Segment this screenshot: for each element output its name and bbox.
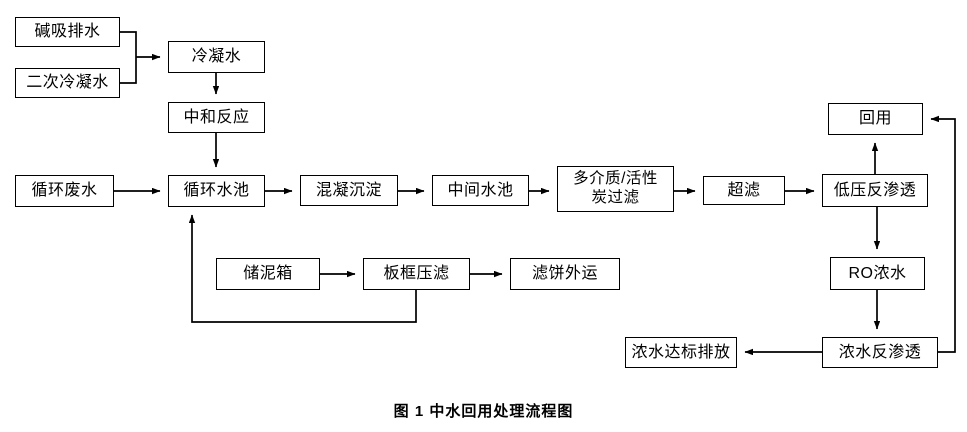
node-plate-frame-press[interactable]: 板框压滤 xyxy=(363,258,470,290)
node-ro-concentrate[interactable]: RO浓水 xyxy=(830,257,925,290)
node-multimedia-carbon-filter[interactable]: 多介质/活性 炭过滤 xyxy=(557,166,674,212)
node-filter-cake-transport[interactable]: 滤饼外运 xyxy=(510,258,620,290)
node-compliant-discharge[interactable]: 浓水达标排放 xyxy=(625,337,737,368)
edge-merge-bracket xyxy=(120,31,137,84)
node-alkali-drain[interactable]: 碱吸排水 xyxy=(15,17,120,47)
node-sludge-storage-box[interactable]: 储泥箱 xyxy=(216,258,320,290)
node-neutralization[interactable]: 中和反应 xyxy=(168,102,265,133)
node-low-pressure-ro[interactable]: 低压反渗透 xyxy=(822,174,928,207)
node-circulating-wastewater[interactable]: 循环废水 xyxy=(15,175,114,207)
node-circulating-pool[interactable]: 循环水池 xyxy=(168,175,265,207)
node-coagulation-sedimentation[interactable]: 混凝沉淀 xyxy=(300,175,398,206)
node-ultrafiltration[interactable]: 超滤 xyxy=(703,176,785,205)
node-intermediate-tank[interactable]: 中间水池 xyxy=(432,175,529,206)
node-secondary-condensate[interactable]: 二次冷凝水 xyxy=(15,68,120,98)
edge-concro-to-reuse-feedback xyxy=(930,115,956,353)
figure-caption: 图 1 中水回用处理流程图 xyxy=(393,403,574,420)
node-condensate[interactable]: 冷凝水 xyxy=(168,41,265,73)
node-reuse[interactable]: 回用 xyxy=(828,103,923,135)
node-concentrate-ro[interactable]: 浓水反渗透 xyxy=(822,337,938,368)
edge-press-to-circ-pool-feedback xyxy=(188,214,417,323)
